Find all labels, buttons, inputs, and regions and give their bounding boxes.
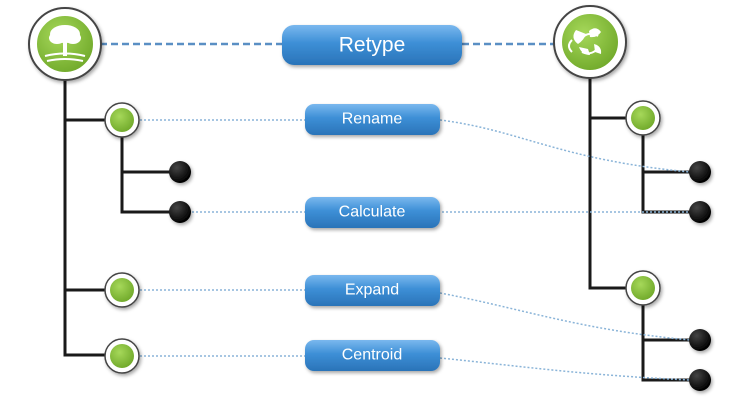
op-pill-centroid: Centroid [305,340,440,371]
connectors [100,42,691,381]
op-pill-rename: Rename [305,104,440,135]
op-label-retype: Retype [339,34,406,57]
connector-rename-right [439,119,691,173]
target-trunk [588,63,642,290]
source-leaf-1 [169,161,191,183]
target-node-1 [625,100,661,136]
source-node-rename [104,102,140,138]
target-leaf-3 [689,329,711,351]
target-subtree-2 [641,298,702,382]
target-root-node [553,5,627,79]
butterfly-recycle-icon [568,28,602,55]
op-pill-retype: Retype [282,25,462,65]
source-trunk [63,68,120,357]
op-label-centroid: Centroid [342,347,402,364]
op-label-rename: Rename [342,111,403,128]
op-label-expand: Expand [345,282,399,299]
connector-expand-right [439,292,691,341]
source-tree [63,68,180,357]
source-subtree-rename [120,133,180,214]
source-leaf-calculate [169,201,191,223]
target-leaf-1 [689,161,711,183]
target-node-2 [625,270,661,306]
source-node-expand [104,272,140,308]
target-leaf-2 [689,201,711,223]
op-pill-calculate: Calculate [305,197,440,228]
connector-centroid-right [439,357,691,381]
op-pill-expand: Expand [305,275,440,306]
tree-icon [44,25,86,62]
op-label-calculate: Calculate [339,204,406,221]
source-node-centroid [104,338,140,374]
target-tree [588,63,702,382]
target-leaf-4 [689,369,711,391]
